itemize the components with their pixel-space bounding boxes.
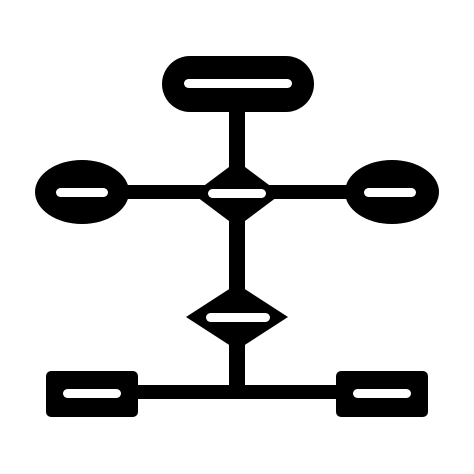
- top-terminator-node: [162, 56, 314, 112]
- bottom-left-process-bar: [63, 389, 121, 398]
- bottom-right-process-bar: [353, 389, 411, 398]
- right-ellipse-bar: [364, 188, 416, 197]
- connector-lines: [124, 104, 352, 399]
- right-ellipse-node: [345, 160, 439, 224]
- upper-decision-bar: [208, 189, 266, 198]
- connector-middle-vertical: [229, 220, 245, 298]
- bottom-right-process-node: [336, 371, 428, 417]
- lower-decision-node: [186, 284, 288, 350]
- top-terminator-bar: [184, 79, 292, 88]
- lower-decision-bar: [206, 313, 270, 322]
- left-ellipse-bar: [56, 188, 108, 197]
- connector-horizontal-lower: [134, 385, 340, 399]
- connector-lower-vertical: [229, 340, 245, 392]
- bottom-left-process-node: [46, 371, 138, 417]
- left-ellipse-node: [35, 160, 129, 224]
- upper-decision-node: [193, 161, 281, 227]
